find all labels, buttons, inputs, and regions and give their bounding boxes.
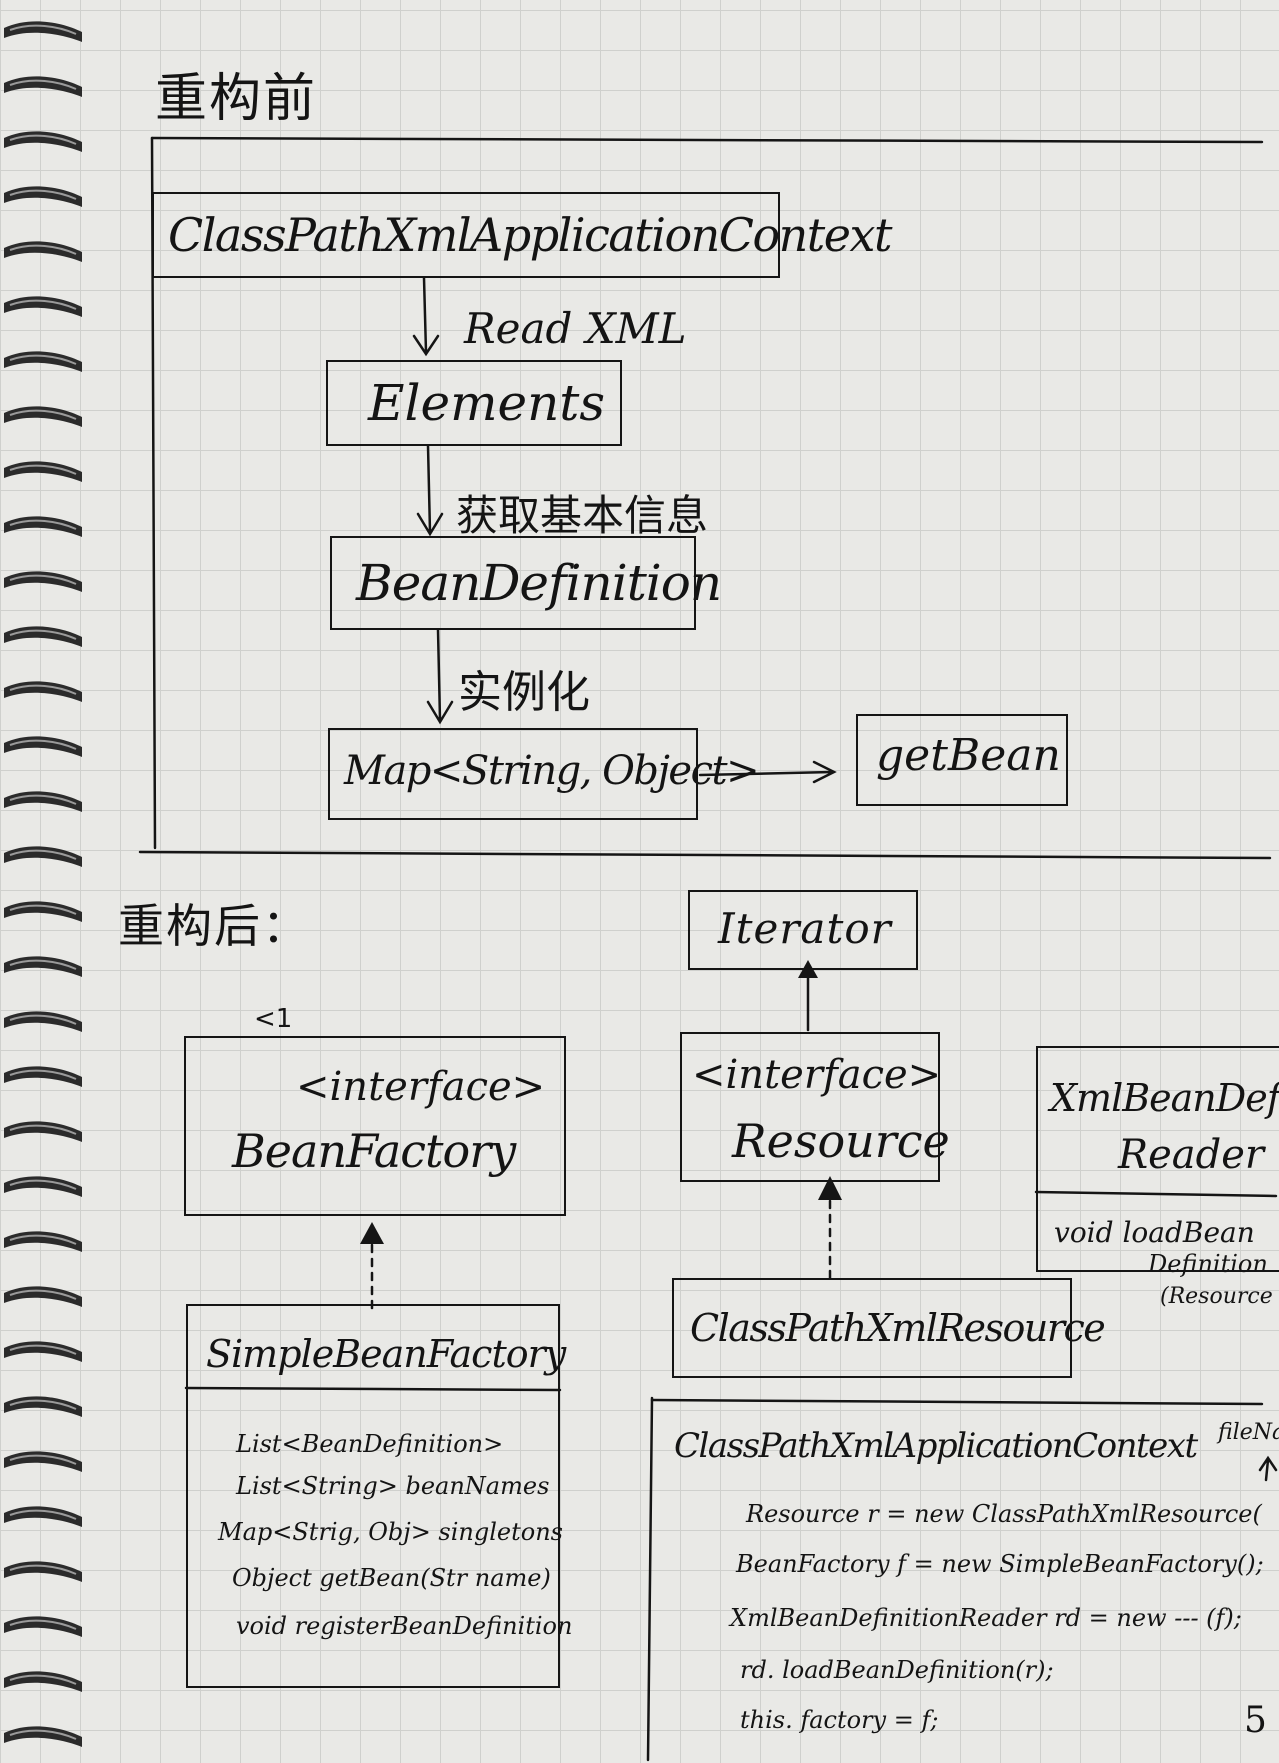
before-definition-box: BeanDefinition — [330, 536, 722, 630]
simple-member-4: Object getBean(Str name) — [232, 1564, 551, 1592]
context-top-line — [650, 1398, 1264, 1406]
spiral-ring-highlight — [9, 1344, 77, 1355]
iterator-label: Iterator — [718, 904, 892, 953]
simple-member-5: void registerBeanDefinition — [236, 1612, 573, 1640]
spiral-ring-highlight — [9, 134, 77, 145]
simple-member-1: List<BeanDefinition> — [236, 1430, 504, 1458]
context-bracket — [646, 1396, 654, 1762]
reader-box: XmlBeanDefini Reader void loadBean — [1036, 1046, 1279, 1272]
after-context-param: fileNa — [1218, 1420, 1279, 1445]
triangle-resource — [818, 1176, 842, 1200]
before-frame-top — [150, 136, 1264, 144]
reader-name-2: Reader — [1118, 1132, 1265, 1178]
reader-name-1: XmlBeanDefini — [1050, 1076, 1279, 1120]
spiral-ring-highlight — [9, 959, 77, 970]
spiral-ring-highlight — [9, 354, 77, 365]
simple-member-3: Map<Strig, Obj> singletons — [218, 1518, 563, 1546]
before-getbean-label: getBean — [876, 730, 1061, 781]
arrow-map-to-getbean — [698, 760, 837, 784]
before-map-box: Map<String, Object> — [328, 728, 760, 820]
simple-beanfactory-name: SimpleBeanFactory — [206, 1332, 566, 1376]
after-context-title: ClassPathXmlApplicationContext — [674, 1426, 1198, 1466]
spiral-ring-highlight — [9, 739, 77, 750]
spiral-ring-highlight — [9, 629, 77, 640]
before-map-label: Map<String, Object> — [344, 748, 760, 794]
resource-interface-box: <interface> Resource — [680, 1032, 950, 1182]
section-divider — [138, 850, 1272, 860]
spiral-ring-highlight — [9, 1179, 77, 1190]
reader-method-2: Definition — [1148, 1250, 1268, 1278]
spiral-binding — [4, 21, 82, 1747]
context-code-5: this. factory = f; — [740, 1706, 939, 1734]
after-title: 重构后： — [118, 899, 310, 953]
spiral-ring-highlight — [9, 464, 77, 475]
resource-stereotype: <interface> — [692, 1052, 942, 1098]
beanfactory-interface-box: <interface> BeanFactory — [184, 1036, 566, 1216]
spiral-ring-highlight — [9, 1454, 77, 1465]
spiral-ring-highlight — [9, 1729, 77, 1740]
spiral-ring-highlight — [9, 1289, 77, 1300]
edge-get-info: 获取基本信息 — [456, 491, 709, 540]
before-elements-box: Elements — [326, 360, 622, 446]
reader-method-3: (Resource r — [1160, 1284, 1279, 1309]
spiral-ring-highlight — [9, 1069, 77, 1080]
beanfactory-stereotype: <interface> — [296, 1064, 546, 1110]
before-definition-label: BeanDefinition — [356, 554, 722, 612]
spiral-ring-highlight — [9, 574, 77, 585]
spiral-ring-highlight — [9, 1234, 77, 1245]
cpx-resource-box: ClassPathXmlResource — [672, 1278, 1106, 1378]
spiral-ring-highlight — [9, 1399, 77, 1410]
spiral-ring-highlight — [9, 849, 77, 860]
before-getbean-box: getBean — [856, 714, 1068, 806]
before-context-label: ClassPathXmlApplicationContext — [168, 208, 892, 262]
beanfactory-name: BeanFactory — [232, 1124, 516, 1178]
arrow-context-to-elements — [412, 276, 440, 357]
spiral-ring-highlight — [9, 794, 77, 805]
edge-instantiate: 实例化 — [458, 667, 590, 718]
before-elements-label: Elements — [368, 374, 606, 432]
spiral-ring-highlight — [9, 189, 77, 200]
spiral-ring-highlight — [9, 244, 77, 255]
cpx-resource-label: ClassPathXmlResource — [690, 1306, 1106, 1350]
reader-method-1: void loadBean — [1054, 1216, 1255, 1249]
simple-beanfactory-box: SimpleBeanFactory List<BeanDefinition> L… — [186, 1304, 572, 1688]
simple-member-2: List<String> beanNames — [236, 1472, 550, 1500]
edge-read-xml: Read XML — [464, 304, 687, 353]
lt-mark: <1 — [254, 1004, 293, 1034]
context-code-4: rd. loadBeanDefinition(r); — [740, 1656, 1054, 1684]
spiral-ring-highlight — [9, 299, 77, 310]
before-context-box: ClassPathXmlApplicationContext — [152, 192, 892, 278]
spiral-ring-highlight — [9, 1509, 77, 1520]
spiral-ring-highlight — [9, 1674, 77, 1685]
iterator-box: Iterator — [688, 890, 918, 970]
spiral-ring-highlight — [9, 519, 77, 530]
triangle-beanfactory — [360, 1222, 384, 1244]
context-code-2: BeanFactory f = new SimpleBeanFactory(); — [736, 1550, 1264, 1578]
spiral-ring-highlight — [9, 1014, 77, 1025]
spiral-ring-highlight — [9, 684, 77, 695]
spiral-ring-highlight — [9, 1619, 77, 1630]
context-code-3: XmlBeanDefinitionReader rd = new --- (f)… — [730, 1604, 1242, 1632]
context-code-1: Resource r = new ClassPathXmlResource( — [746, 1500, 1262, 1528]
spiral-ring-highlight — [9, 904, 77, 915]
page-number: 5 — [1244, 1700, 1267, 1741]
spiral-ring-highlight — [9, 1564, 77, 1575]
spiral-ring-highlight — [9, 79, 77, 90]
arrow-definition-to-map — [426, 628, 454, 725]
spiral-ring-highlight — [9, 24, 77, 35]
simple-divider — [184, 1386, 562, 1392]
spiral-ring-highlight — [9, 409, 77, 420]
resource-name: Resource — [732, 1114, 950, 1168]
spiral-ring-highlight — [9, 1124, 77, 1135]
reader-divider — [1034, 1190, 1278, 1198]
before-title: 重构前 — [155, 69, 318, 129]
arrow-elements-to-definition — [416, 444, 444, 537]
arrow-filename — [1258, 1455, 1278, 1482]
